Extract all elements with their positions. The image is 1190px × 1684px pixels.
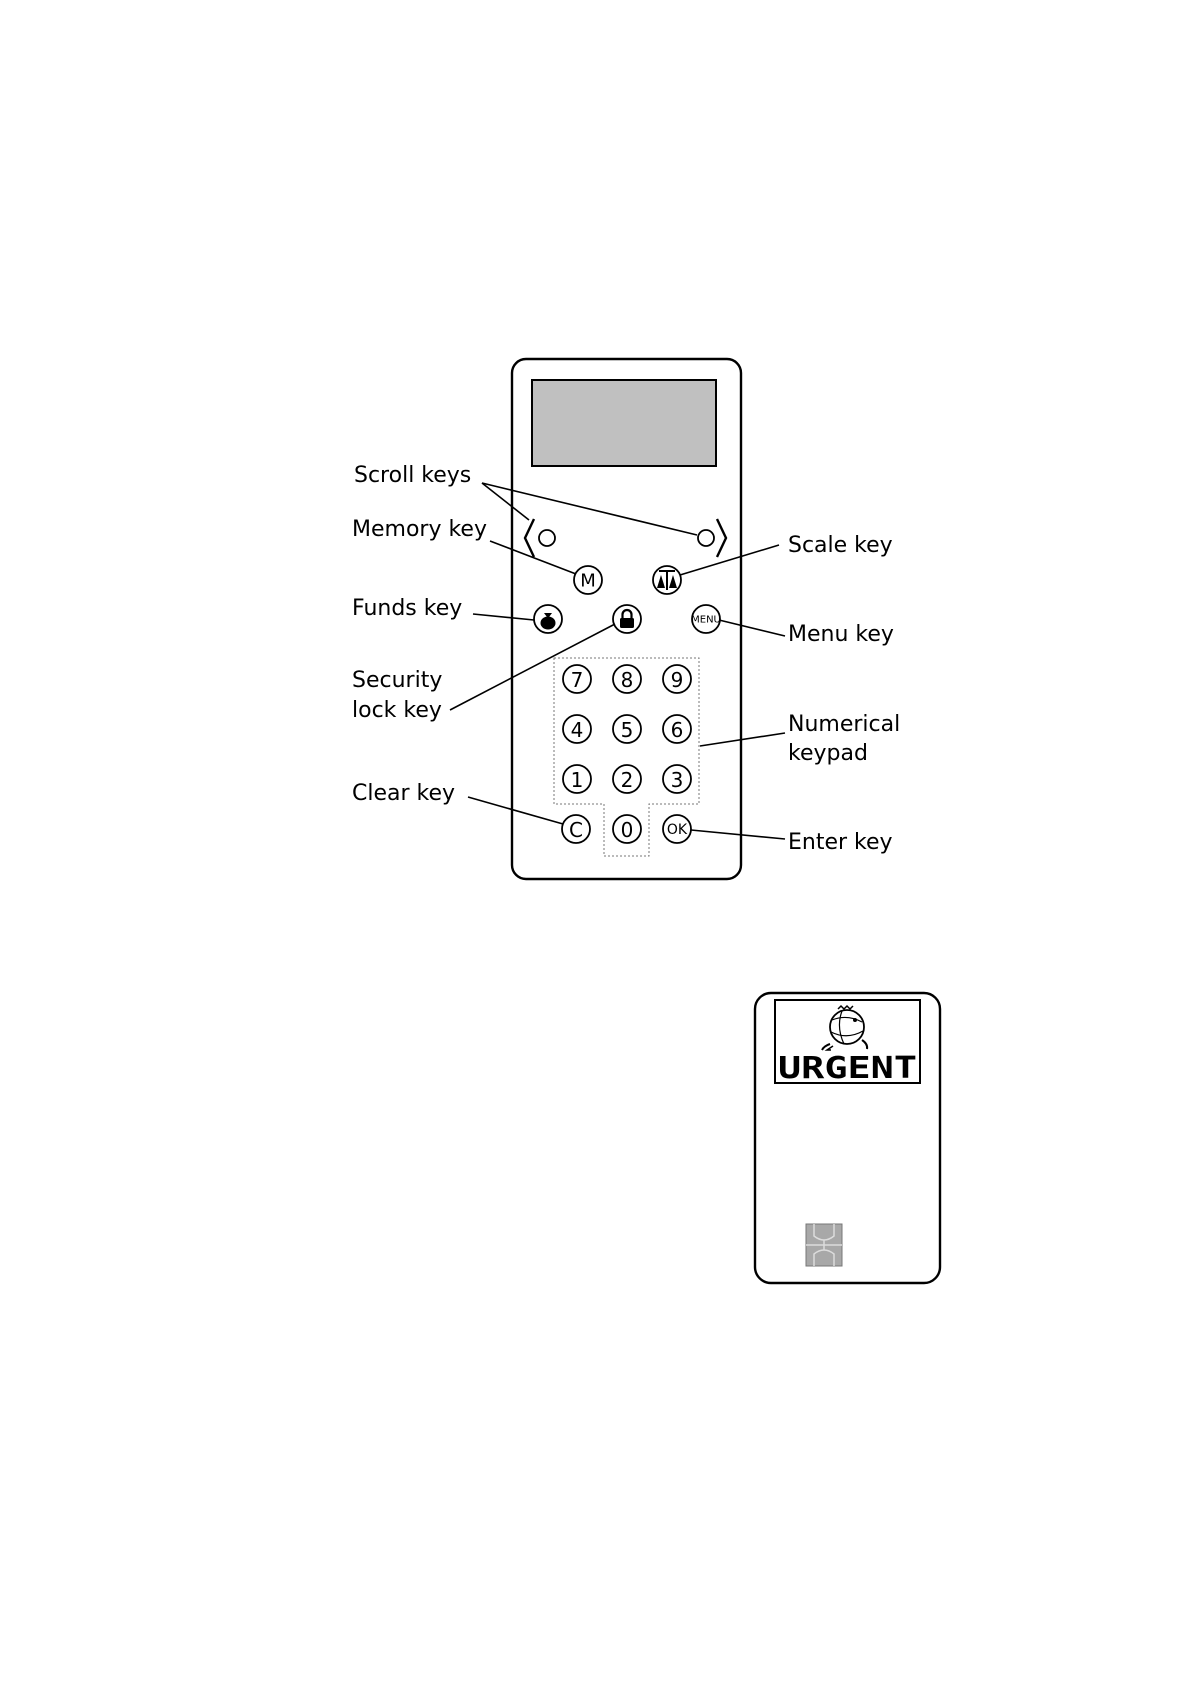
memory-key-label: M (580, 571, 596, 592)
clear-key-callout: Clear key (352, 781, 455, 806)
digit-key-5[interactable]: 5 (613, 715, 641, 743)
scale-key[interactable] (653, 566, 681, 594)
scale-key-callout: Scale key (788, 533, 893, 558)
menu-key-label: MENU (691, 615, 721, 626)
digit-key-1[interactable]: 1 (563, 765, 591, 793)
digit-5-label: 5 (621, 718, 634, 742)
smart-card: URGENT (755, 993, 940, 1283)
security-lock-key[interactable] (613, 605, 641, 633)
digit-6-label: 6 (671, 718, 684, 742)
leader-enter (691, 830, 785, 839)
enter-key-label: OK (667, 822, 688, 838)
digit-0-label: 0 (621, 818, 634, 842)
enter-key-callout: Enter key (788, 830, 893, 855)
leader-security (450, 624, 615, 710)
digit-8-label: 8 (621, 668, 634, 692)
digit-7-label: 7 (571, 668, 584, 692)
scroll-left-key[interactable] (525, 519, 555, 557)
leader-keypad (700, 733, 785, 746)
memory-key-callout: Memory key (352, 517, 487, 542)
memory-key[interactable]: M (574, 566, 602, 594)
scroll-keys-label: Scroll keys (354, 463, 471, 488)
leader-scale (680, 545, 779, 575)
leader-clear (468, 797, 563, 824)
digit-2-label: 2 (621, 768, 634, 792)
digit-key-3[interactable]: 3 (663, 765, 691, 793)
chevron-left-icon (525, 519, 534, 557)
menu-key[interactable]: MENU (691, 605, 721, 633)
numerical-keypad-callout-line1: Numerical (788, 712, 900, 737)
digit-key-9[interactable]: 9 (663, 665, 691, 693)
digit-3-label: 3 (671, 768, 684, 792)
leader-menu (719, 620, 785, 636)
digit-1-label: 1 (571, 768, 584, 792)
digit-9-label: 9 (671, 668, 684, 692)
security-lock-key-callout-line2: lock key (352, 698, 442, 723)
numerical-keypad-callout-line2: keypad (788, 741, 868, 766)
card-chip-icon (806, 1224, 842, 1266)
digit-key-8[interactable]: 8 (613, 665, 641, 693)
funds-key[interactable] (534, 605, 562, 633)
clear-key[interactable]: C (562, 815, 590, 843)
leader-memory (490, 541, 576, 574)
funds-key-callout: Funds key (352, 596, 462, 621)
digit-key-7[interactable]: 7 (563, 665, 591, 693)
security-lock-key-callout-line1: Security (352, 668, 442, 693)
clear-key-label: C (569, 818, 583, 842)
digit-key-0[interactable]: 0 (613, 815, 641, 843)
digit-key-6[interactable]: 6 (663, 715, 691, 743)
digit-4-label: 4 (571, 718, 584, 742)
urgent-badge-text: URGENT (778, 1051, 917, 1086)
digit-key-2[interactable]: 2 (613, 765, 641, 793)
scroll-right-key[interactable] (698, 519, 726, 557)
digit-key-4[interactable]: 4 (563, 715, 591, 743)
leader-funds (473, 614, 534, 620)
chevron-right-icon (717, 519, 726, 557)
enter-key[interactable]: OK (663, 815, 691, 843)
device-display (532, 380, 716, 466)
menu-key-callout: Menu key (788, 622, 894, 647)
